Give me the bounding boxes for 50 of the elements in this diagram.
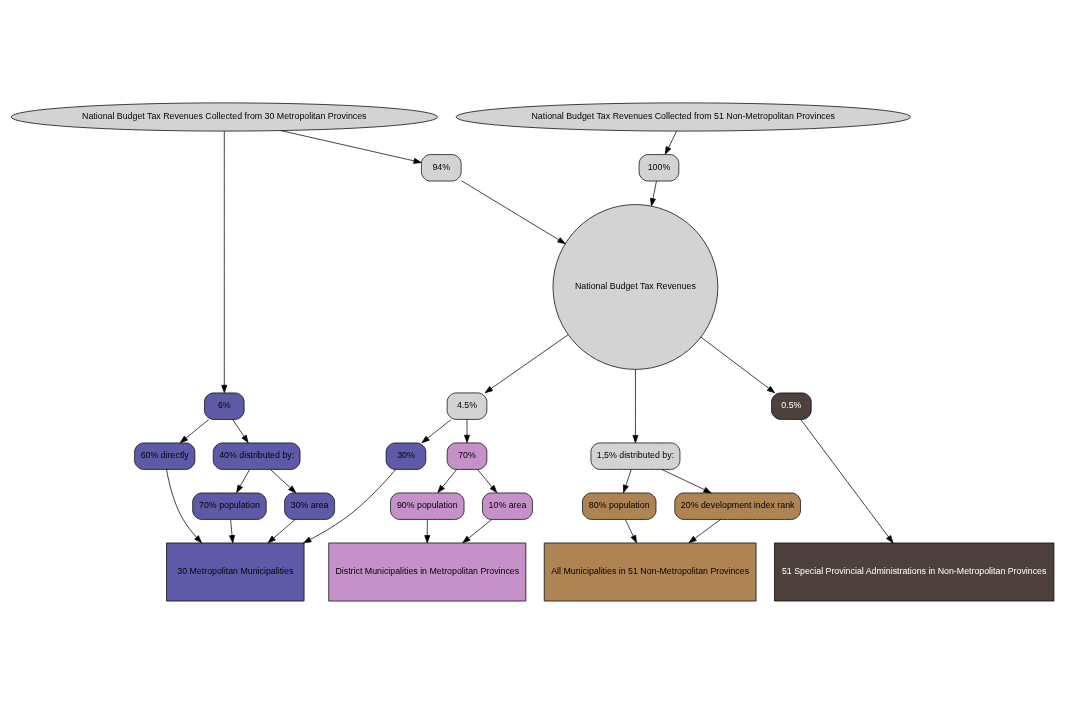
arrow xyxy=(464,419,470,443)
arrow xyxy=(800,419,894,544)
node-ellipse: National Budget Tax Revenues Collected from 30 Metropolitan Provinces xyxy=(10,102,438,132)
arrow xyxy=(267,519,296,544)
arrow xyxy=(650,180,657,207)
arrow xyxy=(632,369,639,444)
arrow xyxy=(232,419,249,443)
arrow xyxy=(166,469,202,544)
node-box: 94% xyxy=(421,154,462,182)
arrow xyxy=(424,519,431,544)
arrow xyxy=(236,469,250,493)
arrow xyxy=(303,469,397,544)
node-box: 6% xyxy=(204,392,245,420)
arrow xyxy=(280,130,422,164)
arrow xyxy=(623,469,632,493)
node-box: 1,5% distributed by: xyxy=(590,442,681,470)
node-box: 40% distributed by: xyxy=(212,442,301,470)
arrow xyxy=(421,419,452,444)
node-box: 10% area xyxy=(482,492,533,520)
arrow xyxy=(484,334,569,394)
node-box: 60% directly xyxy=(134,442,196,470)
arrow xyxy=(661,469,712,494)
node-ellipse: National Budget Tax Revenues Collected from 51 Non-Metropolitan Provinces xyxy=(455,102,911,132)
node-box: 0.5% xyxy=(771,392,812,420)
node-circle: National Budget Tax Revenues xyxy=(552,204,719,370)
node-box: 100% xyxy=(638,154,680,182)
node-box: 20% development index rank xyxy=(674,492,801,520)
node-box: All Municipalities in 51 Non-Metropolitan Provinces xyxy=(543,542,757,602)
arrow xyxy=(437,469,457,493)
arrow xyxy=(462,519,493,544)
node-box: 30 Metropolitan Municipalities xyxy=(166,542,305,602)
node-box: 70% population xyxy=(192,492,267,520)
node-box: 90% population xyxy=(390,492,465,520)
node-box: 30% xyxy=(385,442,427,470)
node-box: 4.5% xyxy=(446,392,488,420)
node-box: 70% xyxy=(446,442,488,470)
arrow xyxy=(460,180,566,245)
arrow xyxy=(179,419,209,444)
node-box: 30% area xyxy=(284,492,335,520)
arrow xyxy=(229,519,235,544)
node-box: District Municipalities in Metropolitan Provinces xyxy=(328,542,527,602)
arrow xyxy=(625,519,637,544)
arrow xyxy=(221,130,228,393)
arrow xyxy=(270,469,297,494)
node-box: 80% population xyxy=(582,492,657,520)
arrow xyxy=(688,519,721,544)
arrow xyxy=(700,336,775,394)
node-box: 51 Special Provincial Administrations in Non-Metropolitan Provinces xyxy=(774,542,1055,602)
arrow xyxy=(664,130,677,155)
arrow xyxy=(477,469,498,493)
